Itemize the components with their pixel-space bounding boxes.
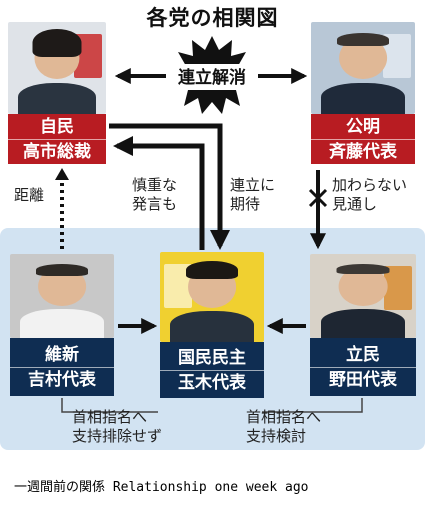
expect-line-1: 連立に (230, 176, 276, 194)
ishin-pm-line-1: 首相指名へ (72, 408, 148, 426)
distance-arrowhead (55, 168, 69, 180)
ldp-leader-photo (8, 22, 106, 114)
ishin-leader-photo (10, 254, 114, 338)
distance-annotation: 距離 (14, 186, 44, 205)
cdp-leader-photo (310, 254, 416, 338)
ishin-party-name: 維新 (45, 344, 79, 365)
cross-mark (308, 188, 328, 208)
dpfp-label: 国民民主 玉木代表 (160, 342, 264, 398)
komeito-party-name: 公明 (346, 116, 380, 137)
dpfp-leader-photo (160, 252, 264, 342)
cdp-leader-name: 野田代表 (310, 366, 416, 392)
not-join-line-2: 見通し (332, 195, 378, 213)
cdp-bracket (262, 398, 363, 413)
careful-remarks-annotation: 慎重な 発言も (132, 176, 177, 214)
dpfp-leader-name: 玉木代表 (160, 369, 264, 395)
caption: 一週間前の関係 Relationship one week ago (14, 480, 309, 495)
not-join-line-1: 加わらない (332, 176, 408, 194)
ishin-label: 維新 吉村代表 (10, 338, 114, 396)
careful-line-2: 発言も (132, 195, 178, 213)
dpfp-party-name: 国民民主 (178, 347, 246, 368)
coalition-expectation-annotation: 連立に 期待 (230, 176, 275, 214)
ldp-party-name: 自民 (40, 116, 74, 137)
komeito-leader-name: 斉藤代表 (311, 138, 415, 164)
center-label: 連立解消 (178, 67, 246, 88)
komeito-label: 公明 斉藤代表 (311, 114, 415, 164)
cdp-pm-line-1: 首相指名へ (246, 408, 322, 426)
coalition-expectation-arrow (109, 123, 230, 250)
careful-line-1: 慎重な (132, 176, 178, 194)
center-label-box (166, 64, 258, 90)
ishin-bracket (61, 398, 158, 413)
cdp-party-name: 立民 (346, 344, 380, 365)
cdp-pm-line-2: 支持検討 (246, 427, 307, 445)
ishin-leader-name: 吉村代表 (10, 366, 114, 392)
ishin-pm-line-2: 支持排除せず (72, 427, 163, 445)
expect-line-2: 期待 (230, 195, 261, 213)
ishin-pm-annotation: 首相指名へ 支持排除せず (72, 408, 162, 446)
cdp-pm-annotation: 首相指名へ 支持検討 (246, 408, 321, 446)
not-join-annotation: 加わらない 見通し (332, 176, 407, 214)
cdp-label: 立民 野田代表 (310, 338, 416, 396)
careful-remarks-arrow (113, 136, 205, 250)
komeito-leader-photo (311, 22, 415, 114)
diagram-title: 各党の相関図 (146, 6, 279, 30)
ldp-leader-name: 高市総裁 (8, 138, 106, 164)
distance-text: 距離 (14, 186, 45, 204)
ldp-label: 自民 高市総裁 (8, 114, 106, 164)
